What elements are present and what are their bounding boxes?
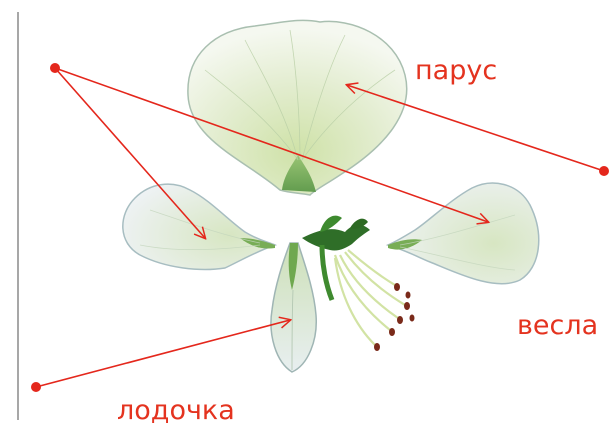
pointer-dot-top-left	[50, 63, 60, 73]
left-wing-petal	[123, 184, 275, 269]
sail-petal	[188, 20, 407, 195]
pointer-dot-bottom-left	[31, 382, 41, 392]
right-wing-petal	[388, 183, 539, 284]
stamens-pistil	[302, 216, 415, 351]
label-sail: парус	[415, 57, 497, 84]
label-boat: лодочка	[117, 397, 235, 424]
label-oars: весла	[517, 312, 598, 339]
keel-petal	[271, 243, 316, 372]
pointer-dot-right	[599, 166, 609, 176]
pointer-keel	[36, 320, 290, 387]
